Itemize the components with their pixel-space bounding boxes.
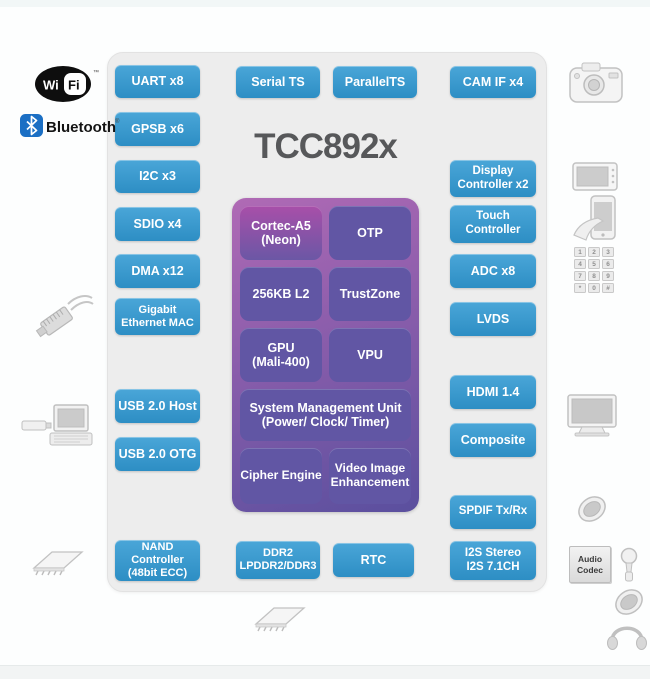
block-usb-host: USB 2.0 Host <box>115 389 200 423</box>
keypad-key: 3 <box>602 247 614 257</box>
speaker-icon <box>578 496 606 522</box>
block-display-controller: Display Controller x2 <box>450 160 536 197</box>
bluetooth-reg: ® <box>115 118 120 125</box>
headphones-icon <box>607 626 647 650</box>
block-touch-controller: Touch Controller <box>450 205 536 243</box>
core-block-trustzone: TrustZone <box>329 267 411 321</box>
core-cluster: Cortec-A5 (Neon) OTP 256KB L2 TrustZone … <box>232 198 419 512</box>
desktop-computer-icon <box>21 404 93 446</box>
block-hdmi: HDMI 1.4 <box>450 375 536 409</box>
tv-icon <box>567 394 617 437</box>
keypad-key: 8 <box>588 271 600 281</box>
block-nand-controller: NAND Controller (48bit ECC) <box>115 540 200 581</box>
block-dma: DMA x12 <box>115 254 200 288</box>
core-block-otp: OTP <box>329 206 411 260</box>
keypad-key: 9 <box>602 271 614 281</box>
bluetooth-logo-icon: Bluetooth ® <box>20 114 120 137</box>
keypad-key: 2 <box>588 247 600 257</box>
block-adc: ADC x8 <box>450 254 536 288</box>
keypad-key: 5 <box>588 259 600 269</box>
wifi-left-text: Wi <box>43 78 59 93</box>
keypad-key: 0 <box>588 283 600 293</box>
bluetooth-label: Bluetooth <box>46 119 116 136</box>
memory-chip-icon <box>254 607 306 632</box>
keypad-key: 1 <box>574 247 586 257</box>
block-i2s: I2S Stereo I2S 7.1CH <box>450 541 536 580</box>
keypad-key: 7 <box>574 271 586 281</box>
microphone-icon <box>620 547 638 582</box>
block-sdio: SDIO x4 <box>115 207 200 241</box>
memory-chip-icon <box>32 551 84 576</box>
core-block-video-image-enhancement: Video Image Enhancement <box>329 448 411 504</box>
block-ddr: DDR2 LPDDR2/DDR3 <box>236 541 320 579</box>
block-uart: UART x8 <box>115 65 200 98</box>
camera-icon <box>569 62 623 103</box>
block-composite: Composite <box>450 423 536 457</box>
block-parallel-ts: ParallelTS <box>333 66 417 98</box>
wifi-logo-icon: Wi Fi ™ <box>35 66 99 102</box>
wifi-right-text: Fi <box>68 78 80 93</box>
core-block-system-management-unit: System Management Unit (Power/ Clock/ Ti… <box>240 389 411 441</box>
chip-title: TCC892x <box>254 127 398 166</box>
block-cam-if: CAM IF x4 <box>450 66 536 98</box>
core-block-gpu: GPU (Mali-400) <box>240 328 322 382</box>
block-gpsb: GPSB x6 <box>115 112 200 146</box>
keypad-key: 6 <box>602 259 614 269</box>
ethernet-cable-icon <box>35 295 94 338</box>
core-block-cortec-a5: Cortec-A5 (Neon) <box>240 206 322 260</box>
keypad-key: # <box>602 283 614 293</box>
audio-codec-chip: Audio Codec <box>569 546 611 583</box>
keypad-key: * <box>574 283 586 293</box>
numeric-keypad-icon: 1 2 3 4 5 6 7 8 9 * 0 # <box>574 247 614 293</box>
block-gigabit-ethernet-mac: Gigabit Ethernet MAC <box>115 298 200 335</box>
core-block-cipher-engine: Cipher Engine <box>240 448 322 504</box>
block-rtc: RTC <box>333 543 414 577</box>
block-lvds: LVDS <box>450 302 536 336</box>
block-serial-ts: Serial TS <box>236 66 320 98</box>
core-block-l2-cache: 256KB L2 <box>240 267 322 321</box>
wifi-tm: ™ <box>93 69 99 76</box>
block-spdif: SPDIF Tx/Rx <box>450 495 536 529</box>
keypad-key: 4 <box>574 259 586 269</box>
block-i2c: I2C x3 <box>115 160 200 193</box>
core-block-vpu: VPU <box>329 328 411 382</box>
bottom-divider <box>0 665 650 679</box>
speaker-icon <box>615 589 643 615</box>
top-divider <box>0 0 650 7</box>
lcd-display-icon <box>572 162 618 191</box>
touch-phone-icon <box>573 195 616 241</box>
block-usb-otg: USB 2.0 OTG <box>115 437 200 471</box>
